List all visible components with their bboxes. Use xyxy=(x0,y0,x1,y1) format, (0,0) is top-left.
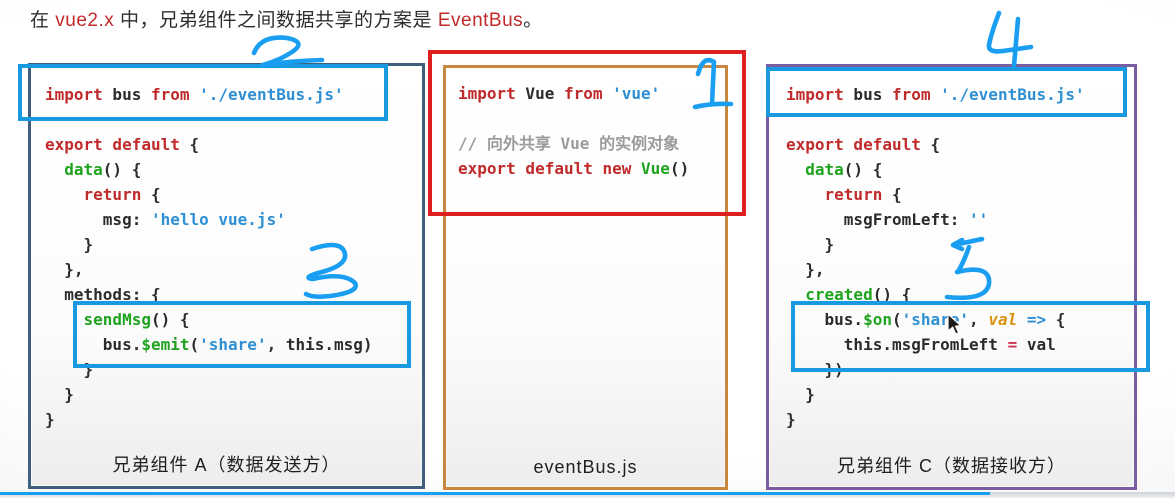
video-progress-fill xyxy=(0,492,990,495)
video-progress-bar[interactable] xyxy=(0,492,1175,498)
caption-eventbus: eventBus.js xyxy=(533,457,638,477)
code-component-a: import bus from './eventBus.js' export d… xyxy=(45,85,373,429)
caption-component-a: 兄弟组件 A（数据发送方） xyxy=(112,455,341,475)
highlight-box-on-c xyxy=(791,301,1150,372)
handwritten-4-annotation xyxy=(986,10,1034,69)
highlight-box-sendmsg-a xyxy=(73,301,411,368)
page-title: 在 vue2.x 中，兄弟组件之间数据共享的方案是 EventBus。 xyxy=(30,10,543,31)
handwritten-2-annotation xyxy=(251,35,325,68)
highlight-box-import-a xyxy=(18,64,388,121)
caption-component-c: 兄弟组件 C（数据接收方） xyxy=(837,456,1066,476)
code-component-c: import bus from './eventBus.js' export d… xyxy=(786,85,1085,429)
panel-component-a: import bus from './eventBus.js' export d… xyxy=(28,63,425,489)
highlight-box-import-c xyxy=(766,67,1127,117)
red-box-eventbus xyxy=(428,50,746,216)
panel-component-c: import bus from './eventBus.js' export d… xyxy=(766,64,1137,490)
